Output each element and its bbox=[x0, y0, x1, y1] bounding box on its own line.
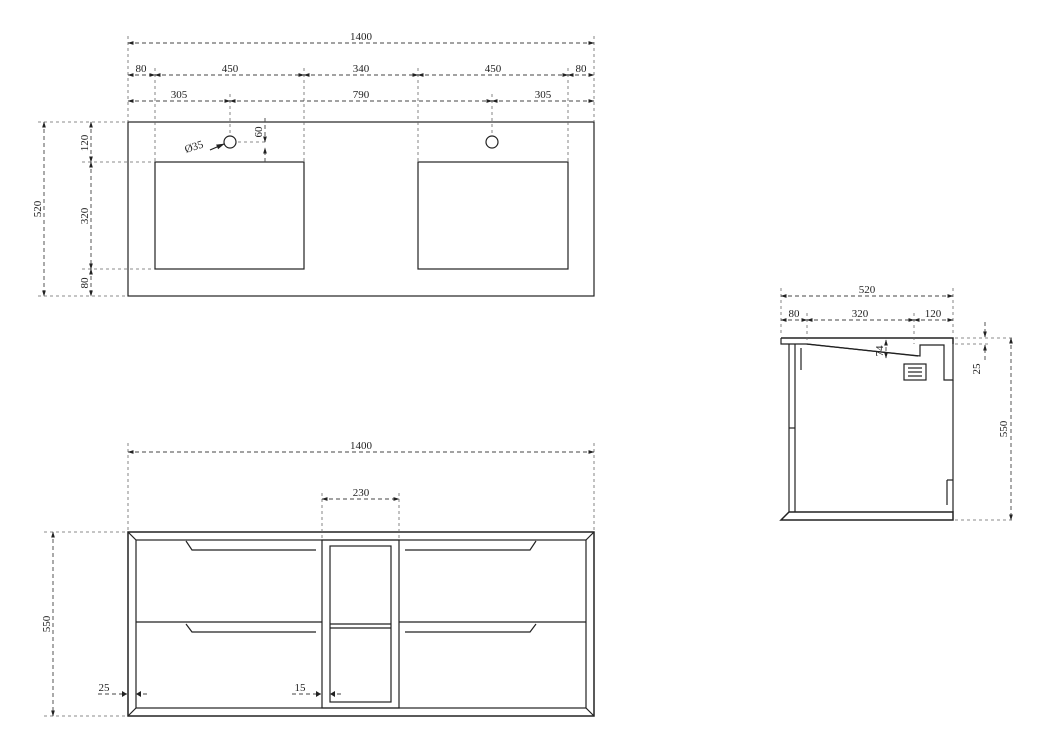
dim-front-width: 1400 bbox=[350, 440, 373, 452]
dim-side-depth: 520 bbox=[859, 284, 876, 296]
dim-tap-spacing: 790 bbox=[353, 89, 370, 101]
dim-overall-width: 1400 bbox=[350, 31, 373, 43]
side-base bbox=[779, 511, 954, 521]
dim-center: 340 bbox=[353, 63, 370, 75]
dim-front-height: 550 bbox=[41, 615, 53, 632]
dim-side-basin: 320 bbox=[852, 308, 869, 320]
dim-center-opening: 230 bbox=[353, 487, 370, 499]
dim-frame-left: 25 bbox=[99, 682, 111, 694]
dim-side-back: 120 bbox=[925, 308, 942, 320]
dim-tap-offset: 60 bbox=[253, 126, 265, 138]
right-basin bbox=[417, 161, 569, 270]
drawer-handle-top-left bbox=[185, 540, 316, 551]
dim-tap-offset-right: 305 bbox=[535, 89, 552, 101]
dim-tap-offset-left: 305 bbox=[171, 89, 188, 101]
dim-frame-center: 15 bbox=[295, 682, 307, 694]
countertop-outline bbox=[127, 121, 595, 297]
dim-depth: 520 bbox=[32, 200, 44, 217]
left-basin bbox=[154, 161, 305, 270]
left-tap-hole bbox=[223, 135, 237, 149]
dim-back-margin: 120 bbox=[79, 134, 91, 151]
dim-basin-depth: 320 bbox=[79, 207, 91, 224]
front-view: 1400 230 550 25 15 bbox=[41, 440, 595, 717]
dim-top-thickness: 25 bbox=[971, 363, 983, 375]
dim-tap-hole-dia: Ø35 bbox=[183, 138, 205, 155]
dim-right-margin: 80 bbox=[576, 63, 588, 75]
side-view: 520 80 320 120 74 25 550 bbox=[779, 284, 1015, 521]
dim-side-front: 80 bbox=[789, 308, 801, 320]
side-countertop-top bbox=[781, 337, 954, 344]
dim-side-height: 550 bbox=[998, 420, 1010, 437]
dim-left-margin: 80 bbox=[136, 63, 148, 75]
dim-front-margin: 80 bbox=[79, 277, 91, 289]
cabinet-outer-frame bbox=[127, 531, 595, 717]
drawer-handle-bottom-right bbox=[405, 623, 537, 633]
top-view: 1400 80 450 340 450 80 305 790 305 520 1… bbox=[32, 31, 595, 297]
right-tap-hole bbox=[485, 135, 499, 149]
dim-basin-drop: 74 bbox=[874, 345, 886, 357]
dim-basin-right: 450 bbox=[485, 63, 502, 75]
drawer-handle-bottom-left bbox=[185, 623, 316, 633]
dim-basin-left: 450 bbox=[222, 63, 239, 75]
drawer-handle-top-right bbox=[405, 540, 537, 551]
center-open-shelf bbox=[321, 539, 400, 709]
side-drain bbox=[903, 363, 927, 381]
